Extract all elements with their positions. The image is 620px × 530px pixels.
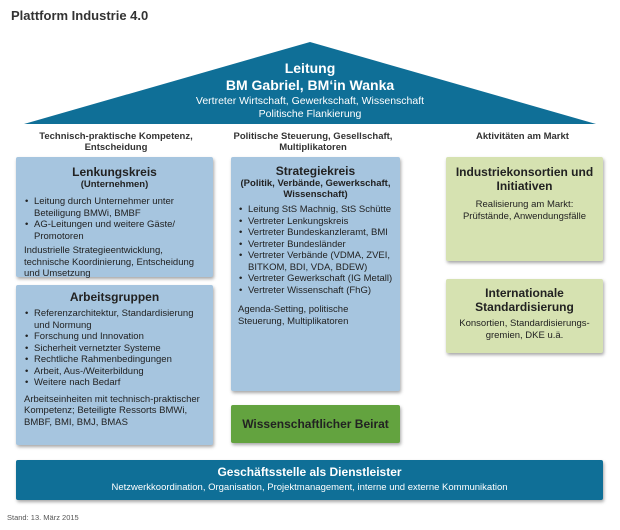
geschaeftsstelle-box: Geschäftsstelle als Dienstleister Netzwe…	[16, 460, 603, 500]
list-item: Rechtliche Rahmenbedingungen	[25, 354, 205, 366]
geschaeftsstelle-text: Netzwerkkoordination, Organisation, Proj…	[111, 482, 508, 493]
column-heading-2: Politische Steuerung, Gesellschaft, Mult…	[233, 131, 393, 153]
list-item: Weitere nach Bedarf	[25, 377, 205, 389]
lenkungskreis-note: Industrielle Strategieentwicklung, techn…	[24, 245, 195, 279]
roof-names: BM Gabriel, BM‘in Wanka	[225, 77, 395, 93]
list-item: Arbeit, Aus-/Weiterbildung	[25, 366, 205, 378]
standardisierung-title: Internationale Standardisierung	[475, 286, 574, 314]
lenkungskreis-title: Lenkungskreis	[72, 165, 157, 179]
arbeitsgruppen-title: Arbeitsgruppen	[69, 290, 160, 304]
lenkungskreis-subtitle: (Unternehmen)	[80, 179, 149, 190]
standardisierung-box: Internationale Standardisierung Konsorti…	[446, 279, 603, 353]
arbeitsgruppen-note: Arbeitseinheiten mit technisch-praktisch…	[24, 393, 200, 428]
roof-shape	[24, 42, 596, 124]
list-item: Leitung durch Unternehmer unter Beteilig…	[25, 196, 205, 219]
geschaeftsstelle-title: Geschäftsstelle als Dienstleister	[217, 465, 402, 479]
column-heading-1: Technisch-praktische Kompetenz, Entschei…	[39, 131, 193, 153]
footer-date: Stand: 13. März 2015	[7, 513, 79, 522]
roof-line-2: Politische Flankierung	[258, 108, 362, 120]
arbeitsgruppen-list: Referenzarchitektur, Standardisierung un…	[24, 308, 205, 389]
list-item: Vertreter Bundeskanzleramt, BMI	[239, 227, 393, 239]
strategiekreis-title: Strategiekreis	[275, 164, 356, 178]
lenkungskreis-box: Lenkungskreis (Unternehmen) Leitung durc…	[16, 157, 213, 279]
strategiekreis-subtitle: (Politik, Verbände, Gewerkschaft, Wissen…	[240, 178, 391, 200]
roof-title: Leitung	[284, 60, 336, 76]
list-item: Vertreter Lenkungskreis	[239, 216, 393, 228]
industriekonsortien-title: Industriekonsortien und Initiativen	[455, 165, 594, 193]
list-item: Vertreter Bundesländer	[239, 239, 393, 251]
strategiekreis-box: Strategiekreis (Politik, Verbände, Gewer…	[231, 157, 400, 391]
list-item: Forschung und Innovation	[25, 331, 205, 343]
beirat-box: Wissenschaftlicher Beirat	[231, 405, 400, 443]
list-item: Sicherheit vernetzter Systeme	[25, 343, 205, 355]
list-item: AG-Leitungen und weitere Gäste/ Promotor…	[25, 219, 205, 242]
strategiekreis-list: Leitung StS Machnig, StS Schütte Vertret…	[238, 204, 393, 296]
beirat-title: Wissenschaftlicher Beirat	[242, 417, 389, 431]
list-item: Vertreter Wissenschaft (FhG)	[239, 285, 393, 297]
strategiekreis-note: Agenda-Setting, politische Steuerung, Mu…	[238, 304, 349, 327]
industriekonsortien-box: Industriekonsortien und Initiativen Real…	[446, 157, 603, 261]
roof-line-1: Vertreter Wirtschaft, Gewerkschaft, Wiss…	[195, 95, 425, 107]
industriekonsortien-text: Realisierung am Markt: Prüfstände, Anwen…	[462, 199, 587, 222]
list-item: Vertreter Verbände (VDMA, ZVEI, BITKOM, …	[239, 250, 393, 273]
list-item: Referenzarchitektur, Standardisierung un…	[25, 308, 205, 331]
standardisierung-text: Konsortien, Standardisierungs-gremien, D…	[459, 318, 590, 341]
list-item: Leitung StS Machnig, StS Schütte	[239, 204, 393, 216]
page-title: Plattform Industrie 4.0	[11, 8, 149, 23]
arbeitsgruppen-box: Arbeitsgruppen Referenzarchitektur, Stan…	[16, 285, 213, 445]
lenkungskreis-list: Leitung durch Unternehmer unter Beteilig…	[24, 196, 205, 242]
list-item: Vertreter Gewerkschaft (IG Metall)	[239, 273, 393, 285]
column-heading-3: Aktivitäten am Markt	[476, 131, 569, 142]
